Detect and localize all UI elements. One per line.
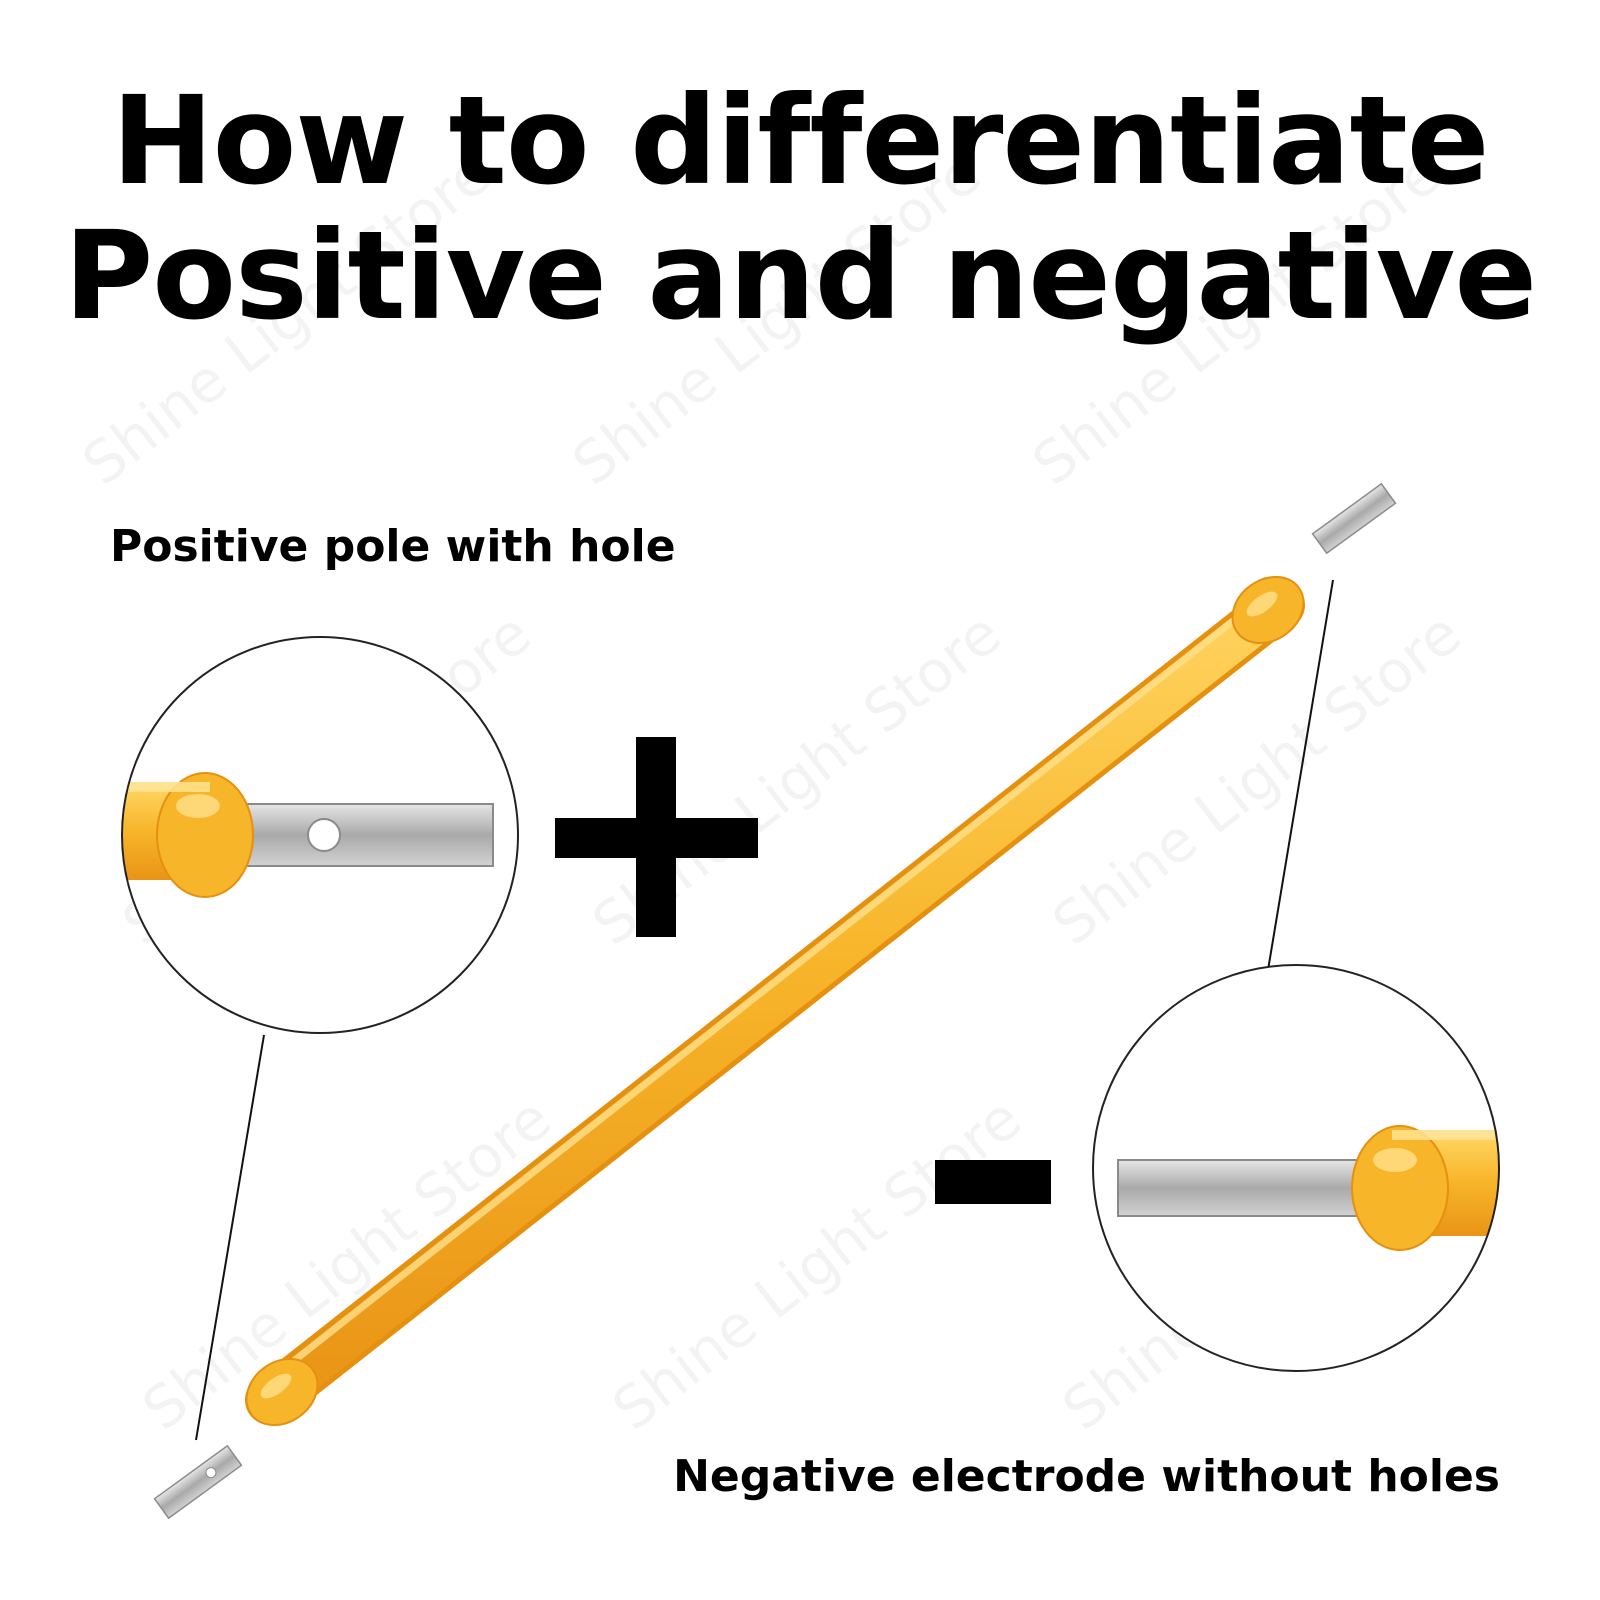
led-filament bbox=[153, 482, 1397, 1520]
plus-sign-icon bbox=[555, 737, 758, 937]
positive-magnifier bbox=[121, 636, 519, 1034]
title-line-2: Positive and negative bbox=[63, 205, 1537, 347]
negative-electrode-label: Negative electrode without holes bbox=[673, 1451, 1500, 1502]
positive-tab bbox=[153, 1444, 243, 1520]
negative-tab bbox=[1311, 482, 1397, 555]
title-line-1: How to differentiate bbox=[111, 70, 1489, 212]
minus-sign-icon bbox=[935, 1160, 1051, 1204]
positive-connector-line bbox=[195, 1034, 265, 1441]
negative-connector-line bbox=[1267, 579, 1334, 971]
positive-pole-label: Positive pole with hole bbox=[110, 521, 676, 572]
negative-magnifier bbox=[1092, 964, 1500, 1372]
